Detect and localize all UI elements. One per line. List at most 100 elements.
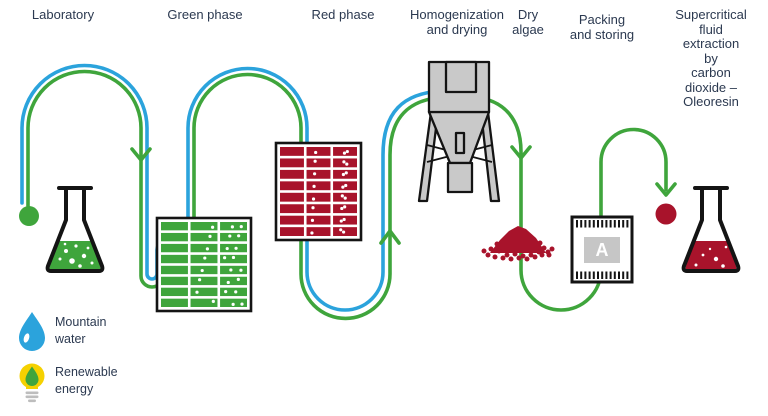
panel-cell bbox=[280, 227, 304, 236]
cell-dot bbox=[310, 218, 315, 222]
cell-dot bbox=[342, 230, 346, 234]
stage-label-laboratory: Laboratory bbox=[31, 7, 95, 22]
green-phase-panel-icon bbox=[155, 216, 253, 313]
cell-dot bbox=[224, 290, 228, 294]
cell-dot bbox=[237, 234, 241, 238]
cell-dot bbox=[234, 246, 238, 250]
panel-cell bbox=[161, 222, 188, 231]
panel-cell bbox=[190, 243, 218, 253]
cell-dot bbox=[200, 268, 204, 273]
cell-dot bbox=[228, 234, 232, 238]
red-phase-panel-icon bbox=[274, 141, 363, 242]
algae-grain bbox=[485, 252, 491, 258]
homogenizer-dryer-icon bbox=[417, 60, 501, 203]
panel-cell bbox=[190, 276, 218, 286]
panel-cell bbox=[333, 147, 357, 156]
algae-grain bbox=[549, 246, 555, 252]
cell-dot bbox=[211, 299, 215, 303]
panel-cell bbox=[161, 287, 188, 297]
stage-label-supercritical: Supercritical fluid extraction by carbon… bbox=[675, 7, 747, 109]
cell-dot bbox=[342, 217, 346, 222]
panel-cell bbox=[190, 222, 218, 231]
panel-cell bbox=[280, 181, 304, 191]
oleoresin-dot bbox=[655, 203, 677, 225]
algae-grain bbox=[536, 249, 542, 255]
panel-cell bbox=[220, 265, 247, 275]
cell-dot bbox=[225, 246, 229, 251]
cell-dot bbox=[313, 172, 317, 176]
algae-grain bbox=[541, 245, 547, 251]
panel-cell bbox=[161, 265, 188, 275]
arrow-down-icon bbox=[130, 147, 152, 162]
algae-grain bbox=[488, 246, 494, 252]
cell-dot bbox=[203, 256, 207, 260]
cell-dot bbox=[195, 290, 199, 294]
panel-cell bbox=[333, 169, 357, 179]
panel-cell bbox=[280, 169, 304, 179]
panel-cell bbox=[220, 243, 247, 253]
cell-dot bbox=[236, 277, 240, 281]
panel-cell bbox=[333, 204, 357, 214]
cell-dot bbox=[312, 184, 316, 188]
cell-dot bbox=[231, 255, 236, 260]
algae-grain bbox=[520, 253, 526, 259]
algae-grain bbox=[532, 254, 538, 260]
stage-label-homogenization: Homogenization and drying bbox=[410, 7, 504, 37]
cell-dot bbox=[208, 234, 212, 238]
panel-cell bbox=[161, 254, 188, 264]
panel-cell bbox=[190, 287, 218, 297]
panel-cell bbox=[306, 169, 331, 179]
panel-cell bbox=[220, 232, 247, 242]
panel-cell bbox=[306, 215, 331, 225]
process-green-line bbox=[26, 69, 668, 321]
cell-dot bbox=[341, 185, 345, 189]
dry-algae-pile-icon bbox=[481, 226, 555, 262]
cell-dot bbox=[340, 194, 344, 198]
stage-label-dry-algae: Dry algae bbox=[512, 7, 544, 37]
panel-cell bbox=[190, 298, 218, 307]
panel-cell bbox=[280, 192, 304, 202]
algae-grain bbox=[500, 255, 506, 261]
cell-dot bbox=[310, 231, 314, 235]
arrow-down-icon bbox=[655, 182, 677, 197]
cell-dot bbox=[229, 268, 233, 272]
mountain-water-line bbox=[20, 63, 444, 312]
oleoresin-flask-icon bbox=[681, 186, 741, 273]
panel-cell bbox=[280, 158, 304, 168]
panel-cell bbox=[280, 215, 304, 225]
bulb-leaf-icon bbox=[19, 363, 45, 403]
algae-grain bbox=[537, 240, 543, 246]
cell-dot bbox=[239, 225, 243, 229]
panel-cell bbox=[306, 147, 331, 156]
algae-grain bbox=[512, 251, 518, 257]
cell-dot bbox=[211, 225, 215, 229]
packing-sachet-icon: A bbox=[570, 215, 634, 284]
panel-cell bbox=[190, 232, 218, 242]
cell-dot bbox=[344, 183, 348, 188]
panel-cell bbox=[306, 204, 331, 214]
legend-label-mountain-water: Mountain water bbox=[55, 315, 107, 346]
cell-dot bbox=[231, 302, 235, 306]
stage-label-green-phase: Green phase bbox=[167, 7, 243, 22]
legend-label-renewable-energy: Renewable energy bbox=[55, 365, 118, 396]
cell-dot bbox=[198, 278, 202, 282]
cell-dot bbox=[240, 302, 244, 306]
algae-grain bbox=[481, 248, 487, 254]
panel-cell bbox=[306, 181, 331, 191]
panel-cell bbox=[220, 276, 247, 286]
panel-cell bbox=[161, 276, 188, 286]
panel-cell bbox=[306, 158, 331, 168]
arrow-down-icon bbox=[510, 145, 532, 160]
panel-cell bbox=[161, 243, 188, 253]
algae-grain bbox=[516, 255, 522, 261]
panel-cell bbox=[161, 298, 188, 307]
algae-grain bbox=[494, 241, 500, 247]
panel-cell bbox=[306, 192, 331, 202]
algae-grain bbox=[524, 256, 530, 262]
start-dot bbox=[19, 206, 39, 226]
cell-dot bbox=[343, 196, 347, 200]
cell-dot bbox=[344, 171, 348, 175]
algae-grain bbox=[496, 248, 502, 254]
